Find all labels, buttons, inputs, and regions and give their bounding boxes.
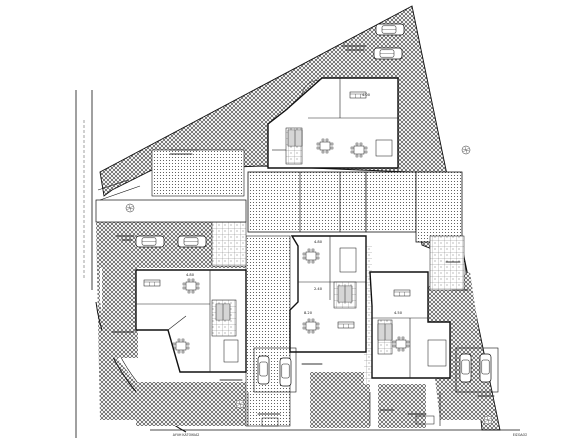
north-house: 4.00 [267,77,399,169]
annotations [111,45,520,431]
stair-icon [287,129,303,147]
east-unit-dimension: 4.50 [394,311,403,315]
east-house: 4.50 [369,271,451,379]
tree-icon [125,203,135,213]
west-house: 4.80 [135,269,247,373]
road-lines [75,90,141,438]
center-unit-dimension: 4.80 [314,240,323,244]
center-house: 4.80 8.20 2.40 [289,235,367,353]
bottom-label-right: ΕΙΣΟΔΟΣ [513,433,527,437]
paved-areas [95,149,465,427]
center-unit-lower-dimension: 8.20 [304,311,313,315]
car-icon [375,23,405,36]
stair-dimension: 2.40 [314,287,323,291]
north-unit-dimension: 4.00 [362,93,371,97]
parking [135,23,499,393]
west-unit-dimension: 4.80 [186,273,195,277]
bottom-label-left: ΑΥΛΗ ΚΑΤΟΙΚΙΑΣ [173,433,200,437]
